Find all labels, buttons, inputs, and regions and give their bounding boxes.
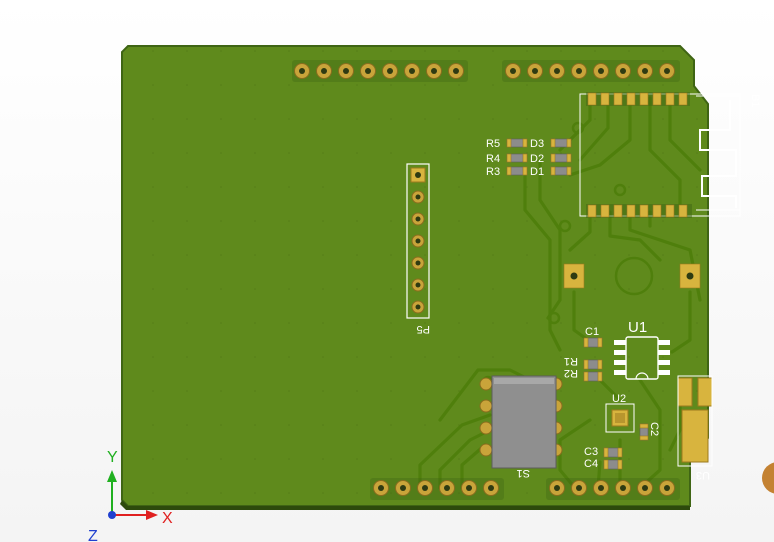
label-r2: R2 xyxy=(564,367,578,379)
label-d1: D1 xyxy=(530,166,544,178)
header-top-right xyxy=(502,60,680,82)
label-r1: R1 xyxy=(564,355,578,367)
chip-u2: U2 xyxy=(605,393,635,433)
label-p5: P5 xyxy=(417,323,430,335)
header-p5: P5 xyxy=(406,163,430,335)
caps-c3-c4: C3 C4 xyxy=(584,446,623,470)
label-r4: R4 xyxy=(486,153,500,165)
axis-label-x: X xyxy=(162,510,173,527)
label-c2: C2 xyxy=(648,422,660,436)
label-c3: C3 xyxy=(584,446,598,458)
chip-u1: U1 xyxy=(614,319,670,380)
switch-s1: S1 xyxy=(479,375,563,479)
chip-u3: U3 xyxy=(677,375,713,481)
label-u2: U2 xyxy=(612,393,626,405)
header-bottom-left xyxy=(370,478,504,500)
label-c4: C4 xyxy=(584,458,598,470)
buzzer-footprint xyxy=(563,263,701,289)
label-s1: S1 xyxy=(517,467,530,479)
label-c1: C1 xyxy=(585,326,599,338)
cap-c2: C2 xyxy=(639,422,660,441)
orange-marker xyxy=(762,462,774,494)
passives-left-u1: C1 R1 R2 xyxy=(564,326,603,382)
label-u3: U3 xyxy=(696,469,710,481)
label-r3: R3 xyxy=(486,166,500,178)
label-r5: R5 xyxy=(486,138,500,150)
label-b1: B1 xyxy=(749,94,761,107)
axis-triad: Y X Z xyxy=(88,449,173,542)
resistor-led-array: R5 R4 R3 D3 D2 D1 xyxy=(486,138,572,178)
axis-label-z: Z xyxy=(88,528,98,542)
header-top-left xyxy=(292,60,468,82)
axis-label-y: Y xyxy=(107,449,118,466)
header-bottom-right xyxy=(546,478,680,500)
label-d3: D3 xyxy=(530,138,544,150)
label-u1: U1 xyxy=(628,319,647,336)
label-d2: D2 xyxy=(530,153,544,165)
module-b1: B1 xyxy=(579,92,761,218)
